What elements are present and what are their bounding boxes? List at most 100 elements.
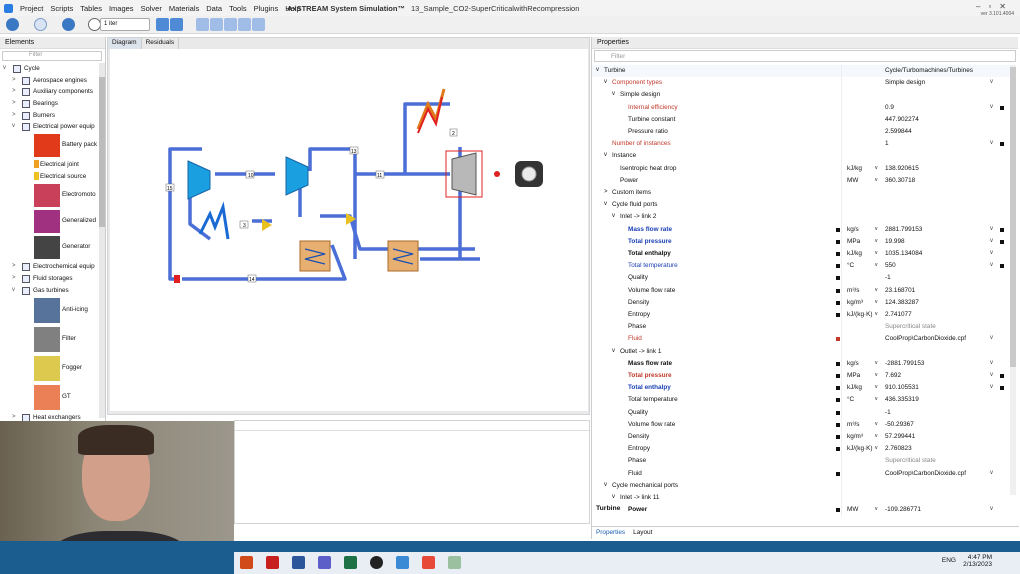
check-icon[interactable]	[34, 18, 47, 31]
palette-item[interactable]: Generalized	[0, 209, 98, 235]
mixer-valve[interactable]	[346, 213, 356, 225]
tab-layout[interactable]: Layout	[633, 529, 653, 536]
tree-item[interactable]: >Aerospace engines	[0, 75, 98, 87]
property-value[interactable]: 19.998	[885, 237, 905, 245]
property-unit[interactable]: kg/m³	[847, 298, 863, 306]
layout-icon[interactable]	[252, 18, 265, 31]
tool-app-icon[interactable]	[448, 556, 461, 569]
palette-item[interactable]: Filter	[0, 325, 98, 354]
tree-item[interactable]: >Fluid storages	[0, 273, 98, 285]
unit-dropdown-icon[interactable]: v	[875, 164, 878, 171]
expand-icon[interactable]: >	[12, 88, 16, 95]
property-value[interactable]: Cycle/Turbomachines/Turbines	[885, 67, 973, 74]
unit-dropdown-icon[interactable]: v	[875, 359, 878, 366]
lock-icon[interactable]	[1000, 239, 1004, 244]
window-controls[interactable]: –▫✕	[976, 2, 1014, 11]
palette-item[interactable]: Fogger	[0, 354, 98, 383]
settings-icon[interactable]	[156, 18, 169, 31]
property-value[interactable]: 447.902274	[885, 115, 919, 123]
property-unit[interactable]: kg/m³	[847, 433, 863, 440]
paste-icon[interactable]	[210, 18, 223, 31]
property-value[interactable]: 436.335319	[885, 396, 919, 404]
unit-dropdown-icon[interactable]: v	[875, 311, 878, 317]
elements-scrollbar[interactable]	[99, 63, 105, 418]
dropdown-icon[interactable]: v	[990, 506, 993, 513]
property-value[interactable]: 550	[885, 262, 896, 270]
property-unit[interactable]: kJ/kg	[847, 384, 862, 392]
property-value[interactable]: 57.299441	[885, 433, 916, 440]
property-value[interactable]: -109.286771	[885, 506, 921, 514]
tree-item[interactable]: >Electrochemical equip	[0, 261, 98, 273]
property-value[interactable]: Supercritical state	[885, 457, 936, 465]
tab-diagram[interactable]: Diagram	[108, 38, 142, 49]
property-value[interactable]: -50.29367	[885, 420, 914, 428]
dropdown-icon[interactable]: v	[990, 225, 993, 232]
property-value[interactable]: 910.105531	[885, 384, 919, 392]
property-unit[interactable]: kJ/(kg·K)	[847, 311, 873, 318]
properties-filter-input[interactable]: Filter	[594, 50, 1016, 62]
property-value[interactable]: 23.168701	[885, 286, 916, 294]
tree-item[interactable]: >Auxiliary components	[0, 86, 98, 98]
dropdown-icon[interactable]: v	[990, 103, 993, 110]
expand-icon[interactable]: v	[612, 213, 615, 220]
menu-solver[interactable]: Solver	[140, 3, 162, 13]
lock-icon[interactable]	[1000, 264, 1004, 269]
property-value[interactable]: -1	[885, 408, 891, 416]
pipe-6[interactable]	[182, 244, 347, 281]
menu-tables[interactable]: Tables	[80, 3, 102, 13]
palette-item[interactable]: Generator	[0, 235, 98, 261]
lock-icon[interactable]	[1000, 142, 1004, 147]
unit-dropdown-icon[interactable]: v	[875, 250, 878, 256]
turbine[interactable]	[451, 152, 477, 196]
expand-icon[interactable]: >	[12, 414, 16, 421]
unit-dropdown-icon[interactable]: v	[875, 262, 878, 269]
property-value[interactable]: 1035.134084	[885, 250, 923, 257]
property-value[interactable]: 2881.799153	[885, 225, 923, 233]
lock-icon[interactable]	[1000, 386, 1004, 391]
expand-icon[interactable]: v	[612, 347, 615, 354]
acrobat-icon[interactable]	[266, 556, 279, 569]
pipe-7[interactable]	[320, 214, 405, 251]
property-unit[interactable]: m³/s	[847, 420, 860, 428]
align-icon[interactable]	[224, 18, 237, 31]
expand-icon[interactable]: v	[604, 152, 607, 159]
pipe-8[interactable]	[188, 189, 212, 241]
property-value[interactable]: 2.599844	[885, 128, 912, 135]
property-row[interactable]: Quality-1	[592, 406, 1010, 419]
expand-icon[interactable]: v	[604, 79, 607, 86]
tool-icon[interactable]	[170, 18, 183, 31]
dropdown-icon[interactable]: v	[990, 262, 993, 269]
property-unit[interactable]: MW	[847, 506, 859, 514]
property-unit[interactable]: kg/s	[847, 225, 859, 233]
expand-icon[interactable]: >	[12, 274, 16, 281]
property-value[interactable]: CoolProp\CarbonDioxide.cpf	[885, 335, 966, 343]
tree-item[interactable]: >Burners	[0, 110, 98, 122]
unit-dropdown-icon[interactable]: v	[875, 176, 878, 183]
app-window-icon[interactable]	[396, 556, 409, 569]
property-unit[interactable]: kg/s	[847, 359, 859, 367]
property-unit[interactable]: kJ/(kg·K)	[847, 445, 873, 453]
palette-item[interactable]: Electrical source	[0, 171, 98, 183]
unit-dropdown-icon[interactable]: v	[875, 372, 878, 378]
menu-images[interactable]: Images	[108, 3, 134, 13]
property-value[interactable]: 7.692	[885, 372, 901, 379]
word-icon[interactable]	[292, 556, 305, 569]
dropdown-icon[interactable]: v	[990, 79, 993, 86]
tab-properties[interactable]: Properties	[596, 529, 626, 536]
